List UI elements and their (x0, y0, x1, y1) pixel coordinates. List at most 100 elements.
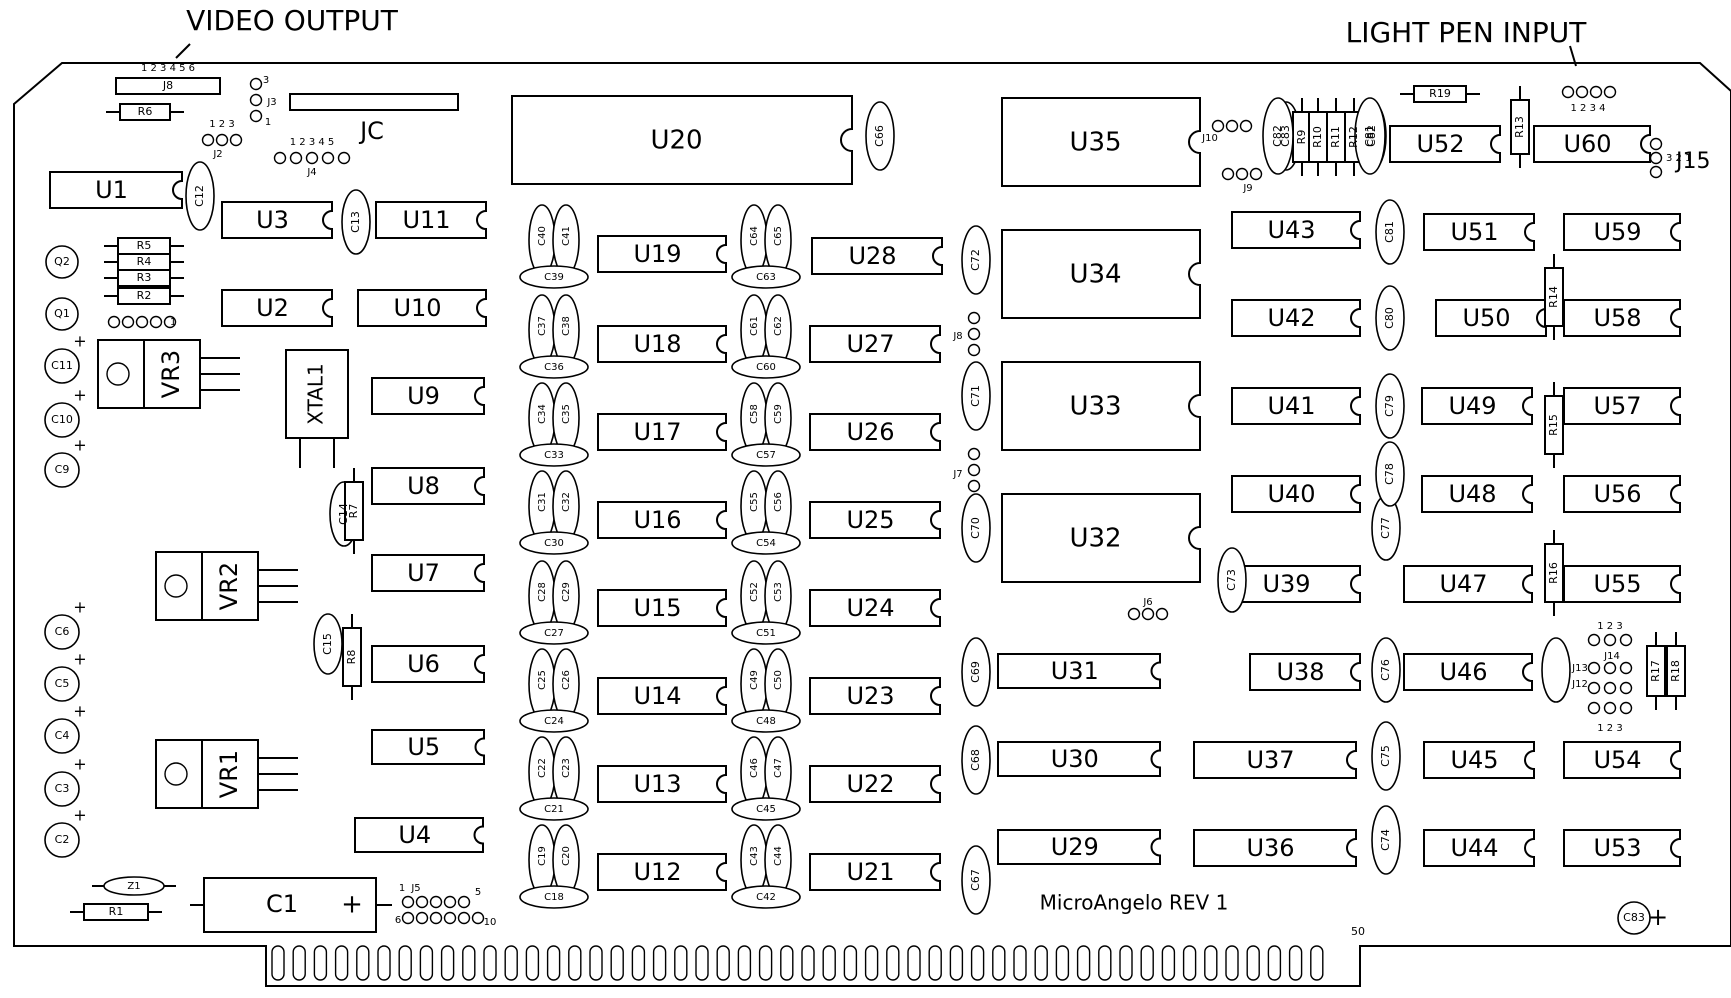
capacitor (1375, 373, 1405, 439)
edge-finger (610, 945, 624, 981)
edge-finger (1182, 945, 1197, 981)
regulator-label: VR2 (215, 562, 243, 610)
edge-connector (271, 945, 1324, 981)
edge-finger (822, 945, 836, 981)
edge-finger (271, 945, 285, 981)
capacitor (731, 531, 801, 555)
edge-finger (356, 945, 370, 981)
header-pin (967, 311, 981, 325)
ic-label: U14 (633, 682, 681, 710)
capacitor (519, 355, 589, 379)
capacitor (44, 771, 80, 807)
capacitor-label: C29 (561, 582, 572, 602)
edge-finger (1119, 945, 1133, 981)
capacitor (1375, 199, 1405, 265)
ic-chip (1231, 387, 1361, 425)
edge-finger (546, 945, 561, 981)
board-outline (13, 62, 1731, 987)
capacitor-label: C66 (873, 125, 886, 147)
capacitor (1371, 805, 1401, 875)
pin-number: 10 (484, 917, 497, 928)
header-pin (215, 133, 229, 147)
capacitor (44, 822, 80, 858)
edge-finger (1246, 945, 1260, 981)
edge-finger (1288, 945, 1303, 981)
ic-label: U25 (846, 506, 894, 534)
capacitor-label: C77 (1379, 517, 1392, 539)
ic-chip (1421, 387, 1533, 425)
capacitor-label: C59 (773, 404, 784, 424)
polarity-mark: + (73, 436, 86, 455)
capacitor-label: C72 (969, 249, 982, 271)
header-pin (1587, 633, 1601, 647)
ic-chip (809, 501, 941, 539)
header-pin (1221, 167, 1235, 181)
edge-finger (843, 945, 858, 981)
polarity-mark: + (73, 702, 86, 721)
capacitor-label: C82 (1365, 125, 1378, 147)
header-pin (305, 151, 319, 165)
ic-chip (354, 817, 484, 853)
header-pin (401, 895, 415, 909)
edge-finger (1055, 945, 1070, 981)
ic-chip (597, 853, 727, 891)
capacitor-label: C58 (749, 404, 760, 424)
ic-chip (597, 235, 727, 273)
header-pin (415, 911, 429, 925)
capacitor (1375, 285, 1405, 351)
edge-finger (483, 945, 497, 981)
pin-number: 1 (170, 317, 176, 328)
connector-label: J13 (1571, 663, 1588, 674)
capacitor-label: C57 (756, 450, 776, 461)
ic-label: U13 (633, 770, 681, 798)
ic-label: U49 (1448, 392, 1496, 420)
edge-finger (504, 945, 518, 981)
pin-numbers: 1 2 3 4 (1571, 103, 1606, 114)
header-pin (321, 151, 335, 165)
regulator-body (143, 339, 201, 409)
capacitor-label: C35 (561, 404, 572, 424)
resistor (117, 287, 171, 305)
ic-chip (997, 829, 1161, 865)
edge-finger (886, 945, 900, 981)
board-name-label: MicroAngelo REV 1 (1040, 891, 1229, 915)
ic-chip (1231, 211, 1361, 249)
capacitor-label: C50 (773, 670, 784, 690)
capacitor-label: C6 (55, 625, 70, 638)
capacitor (519, 531, 589, 555)
capacitor-label: C56 (773, 492, 784, 512)
pin-numbers: 1 2 3 (1597, 621, 1622, 632)
header-pin (1649, 137, 1663, 151)
edge-finger (1225, 945, 1239, 981)
header-pin (967, 327, 981, 341)
ic-label: U53 (1593, 834, 1641, 862)
capacitor-label: C54 (756, 538, 776, 549)
ic-label: U4 (398, 821, 431, 849)
polarity-mark: + (1648, 903, 1668, 931)
pin-numbers: 1 2 3 (1597, 723, 1622, 734)
mounting-hole (164, 574, 188, 598)
capacitor (731, 355, 801, 379)
capacitor-label: C40 (537, 226, 548, 246)
capacitor (961, 725, 991, 795)
capacitor (731, 265, 801, 289)
header-pin (1619, 681, 1633, 695)
capacitor (185, 161, 215, 231)
edge-finger (440, 945, 455, 981)
ic-label: U38 (1276, 658, 1324, 686)
ic-chip (511, 95, 853, 185)
header-pin (1603, 681, 1617, 695)
ic-label: U40 (1267, 480, 1315, 508)
capacitor-label: C9 (55, 463, 70, 476)
ic-chip (1403, 565, 1533, 603)
ic-chip (371, 729, 485, 765)
capacitor-label: C30 (544, 538, 564, 549)
resistor-label: R15 (1547, 414, 1560, 436)
edge-finger (1267, 945, 1282, 981)
resistor-label: R12 (1347, 126, 1360, 148)
polarity-mark: + (73, 650, 86, 669)
edge-finger (462, 945, 476, 981)
capacitor (519, 885, 589, 909)
capacitor (1375, 441, 1405, 507)
capacitor-label: C2 (55, 833, 70, 846)
